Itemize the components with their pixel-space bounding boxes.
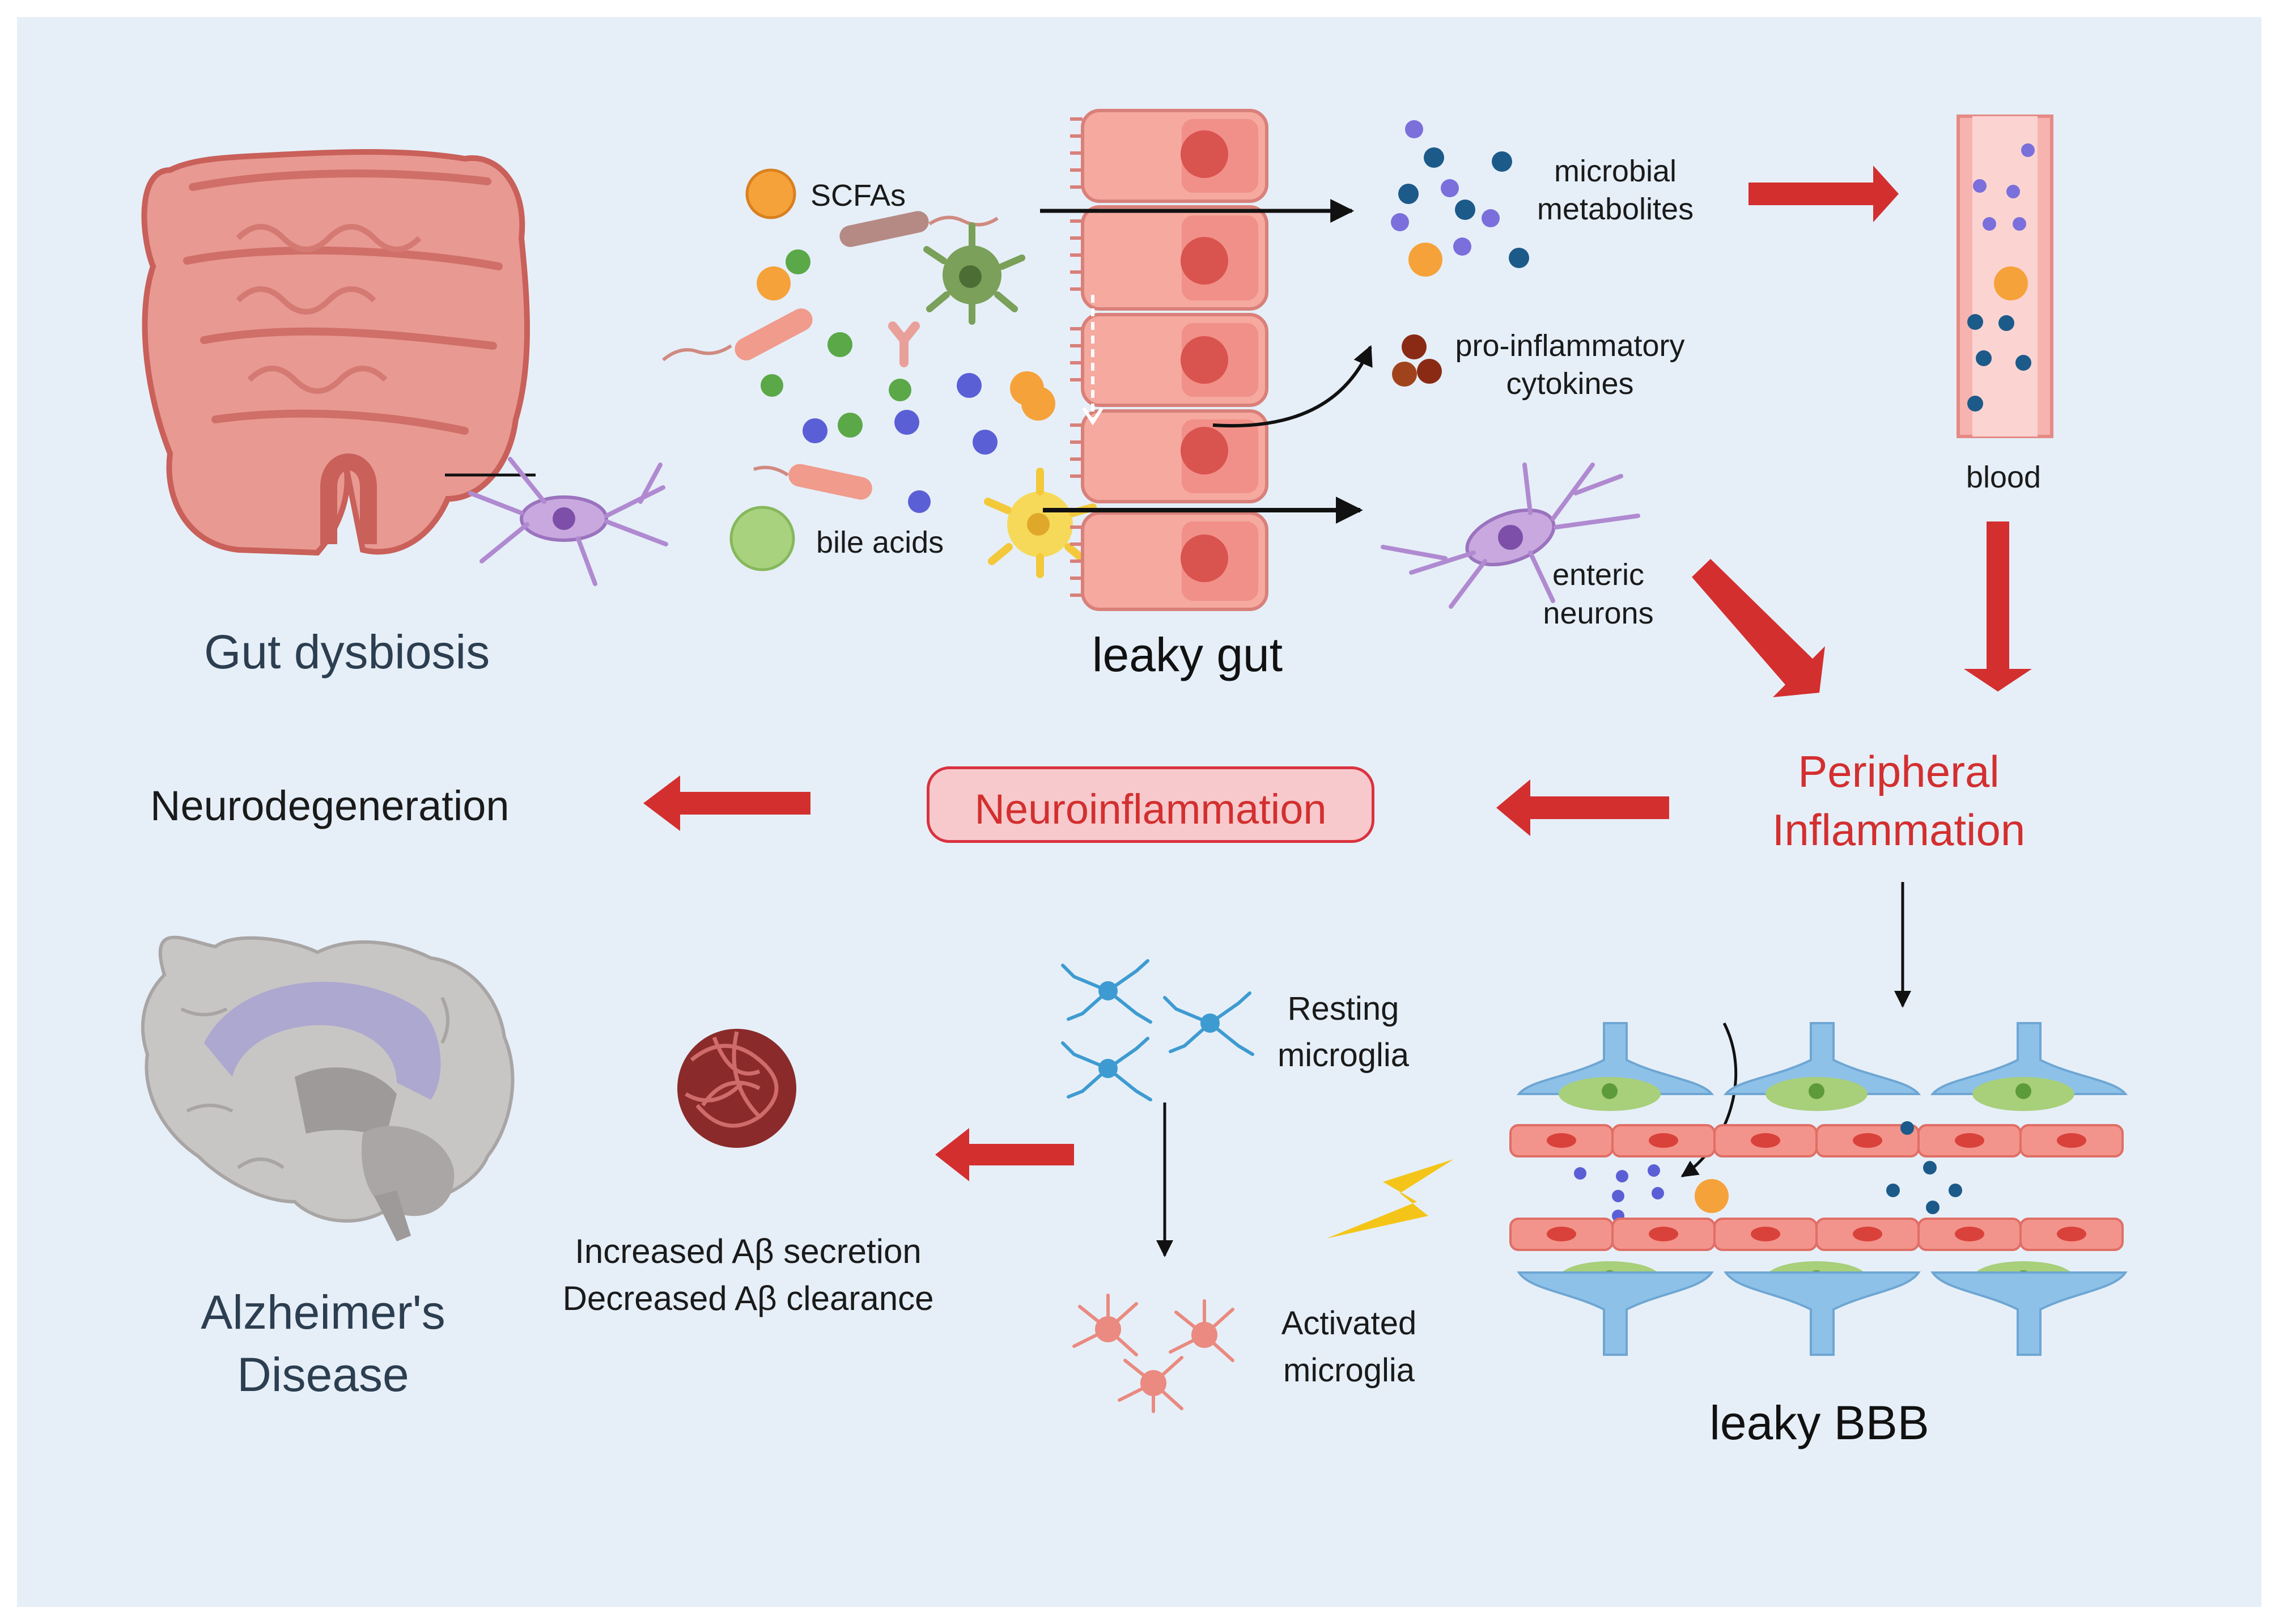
label-peripheral-inflammation-line1: Peripheral [1798, 747, 2000, 796]
amyloid-plaque-icon [677, 1029, 796, 1148]
arrow-into-bbb [1680, 1022, 1738, 1178]
epithelial-cells [1070, 109, 1268, 611]
label-alzheimers-line2: Disease [237, 1348, 409, 1401]
label-cytokines-line1: pro-inflammatory [1455, 329, 1685, 363]
label-bile-acids: bile acids [816, 525, 944, 559]
label-microbial-metabolites-line2: metabolites [1537, 192, 1694, 226]
lightning-icon [1326, 1159, 1454, 1239]
label-scfas: SCFAs [810, 179, 906, 213]
label-enteric-neurons-line1: enteric [1552, 558, 1645, 592]
label-cytokines-line2: cytokines [1506, 367, 1634, 401]
arrow-to-cytokines [1212, 345, 1373, 428]
label-resting-microglia-line1: Resting [1287, 990, 1399, 1027]
arrow-microglia-to-abeta [935, 1128, 1074, 1181]
lumen-particles [662, 168, 1097, 578]
label-neuroinflammation: Neuroinflammation [974, 786, 1327, 833]
metabolite-particles [1391, 120, 1529, 277]
neuroinflammation-box: Neuroinflammation [927, 766, 1374, 843]
red-flow-arrows [643, 166, 2032, 1181]
arrow-blood-to-inflammation [1964, 521, 2032, 692]
resting-microglia-icon [1061, 959, 1254, 1101]
enteric-neuron-icon [1381, 463, 1640, 609]
enteric-neuron-small-icon [468, 457, 668, 586]
brain-illustration [141, 935, 515, 1241]
label-enteric-neurons-line2: neurons [1543, 596, 1654, 630]
label-abeta-line1: Increased Aβ secretion [575, 1232, 922, 1270]
label-activated-microglia-line1: Activated [1281, 1305, 1417, 1342]
arrow-neurons-to-inflammation [1692, 559, 1825, 697]
label-alzheimers-line1: Alzheimer's [201, 1286, 445, 1339]
arrow-metabolites-to-blood [1748, 166, 1899, 222]
arrow-neuroinflammation-to-neurodegeneration [643, 775, 810, 831]
intestine-illustration [141, 149, 536, 556]
label-leaky-gut: leaky gut [1092, 628, 1283, 681]
label-neurodegeneration: Neurodegeneration [150, 782, 510, 829]
label-activated-microglia-line2: microglia [1283, 1352, 1415, 1389]
label-blood: blood [1966, 460, 2042, 494]
activated-microglia-icon [1072, 1294, 1234, 1413]
label-resting-microglia-line2: microglia [1277, 1037, 1410, 1074]
cytokine-particles [1392, 334, 1442, 387]
arrow-inflammation-to-neuroinflammation [1496, 779, 1669, 836]
label-gut-dysbiosis: Gut dysbiosis [204, 625, 490, 679]
label-abeta-line2: Decreased Aβ clearance [562, 1279, 934, 1317]
label-microbial-metabolites-line1: microbial [1554, 154, 1677, 188]
label-leaky-bbb: leaky BBB [1709, 1396, 1929, 1449]
blood-brain-barrier [1509, 1022, 2128, 1356]
blood-vessel [1957, 115, 2053, 438]
label-peripheral-inflammation-line2: Inflammation [1772, 805, 2026, 855]
